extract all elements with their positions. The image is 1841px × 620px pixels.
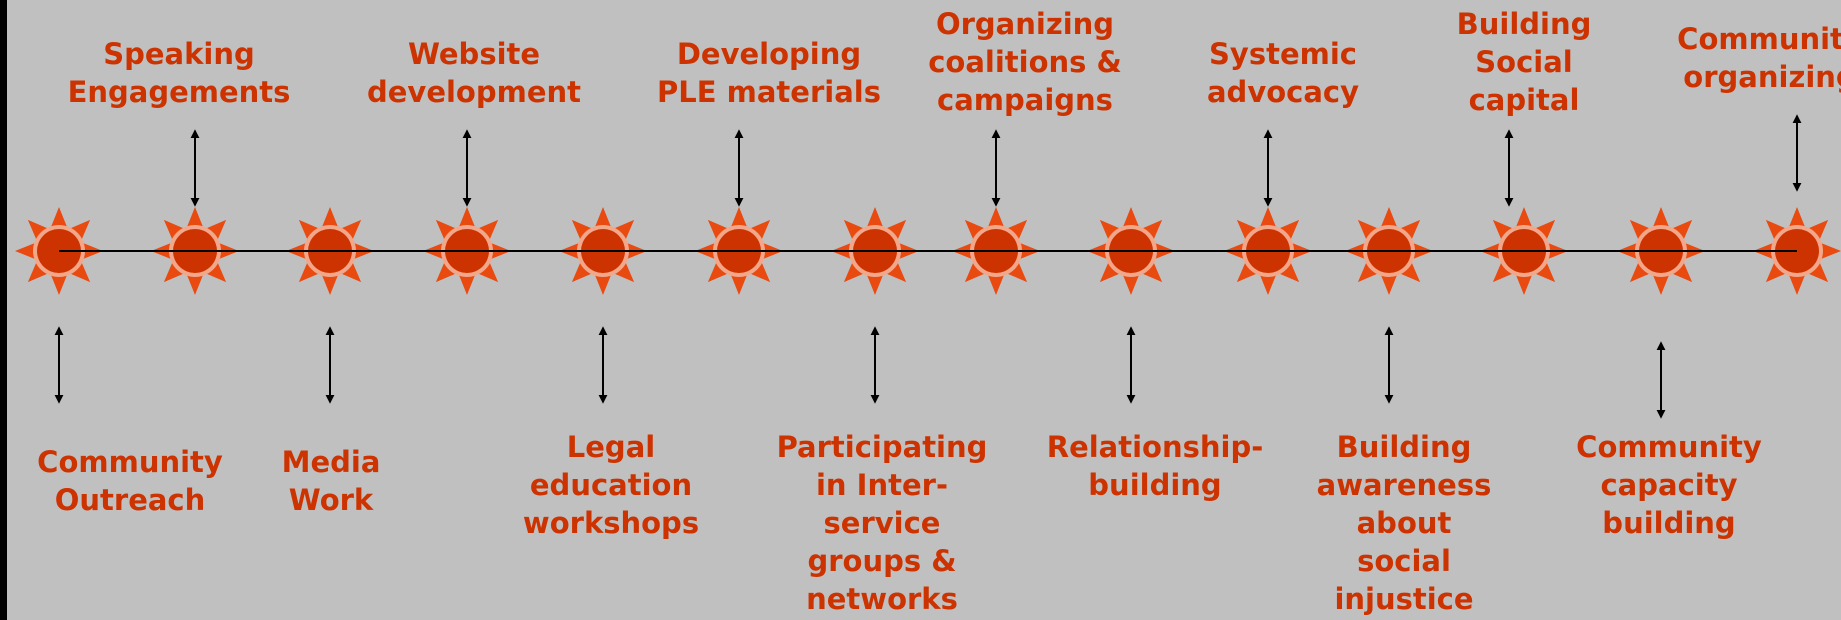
label-organizing-coalitions: Organizing coalitions & campaigns — [928, 7, 1122, 117]
label-website-development: Website development — [366, 37, 582, 109]
label-legal-education-workshops: Legal education workshops — [522, 430, 700, 540]
label-media-work: Media Work — [281, 445, 381, 517]
label-developing-ple-materials: Developing PLE materials — [657, 37, 881, 109]
label-community-organizing: Community organizing — [1677, 22, 1841, 94]
sun-icon — [151, 207, 239, 295]
label-community-capacity-building: Community capacity building — [1576, 430, 1762, 540]
label-speaking-engagements: Speaking Engagements — [67, 37, 291, 109]
label-relationship-building: Relationship- building — [1046, 430, 1264, 502]
label-participating-interservice: Participating in Inter- service groups &… — [776, 430, 988, 616]
timeline-diagram — [15, 114, 1841, 419]
label-community-outreach: Community Outreach — [37, 445, 223, 517]
connector-arrows — [54, 114, 1802, 419]
label-systemic-advocacy: Systemic advocacy — [1206, 37, 1360, 109]
label-building-social-capital: Building Social capital — [1456, 7, 1592, 117]
label-building-awareness: Building awareness about social injustic… — [1316, 430, 1492, 616]
